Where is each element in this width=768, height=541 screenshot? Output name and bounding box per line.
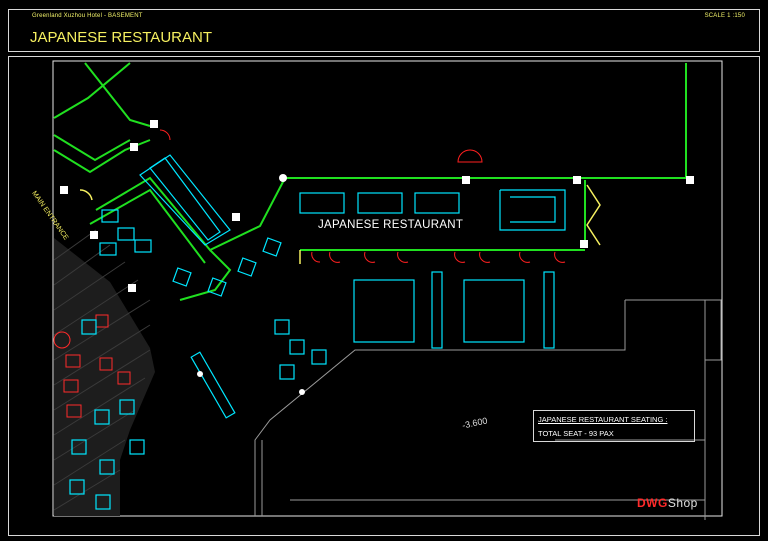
scale-label: SCALE 1 :150 — [704, 13, 745, 19]
doors — [159, 129, 566, 263]
sheet-label: Greenland Xuzhou Hotel - BASEMENT — [32, 13, 143, 19]
title-block: Greenland Xuzhou Hotel - BASEMENT SCALE … — [8, 9, 760, 52]
seating-title: JAPANESE RESTAURANT SEATING : — [538, 415, 668, 424]
watermark-rest: Shop — [667, 496, 698, 510]
page-title: JAPANESE RESTAURANT — [30, 29, 212, 46]
furniture — [69, 154, 566, 510]
restaurant-name-label: JAPANESE RESTAURANT — [318, 219, 464, 231]
plan-boundary — [52, 60, 723, 517]
watermark-brand: DWG — [637, 496, 668, 510]
yellow-elements — [79, 184, 601, 264]
structure-lines — [254, 299, 722, 520]
seating-summary: JAPANESE RESTAURANT SEATING : TOTAL SEAT… — [533, 410, 695, 442]
watermark-logo: DWGShop — [637, 496, 698, 510]
drawing-frame — [8, 56, 760, 536]
seating-total: TOTAL SEAT - 93 PAX — [538, 429, 614, 438]
column-markers — [60, 120, 694, 395]
walls — [53, 62, 687, 301]
left-exterior — [53, 229, 155, 516]
